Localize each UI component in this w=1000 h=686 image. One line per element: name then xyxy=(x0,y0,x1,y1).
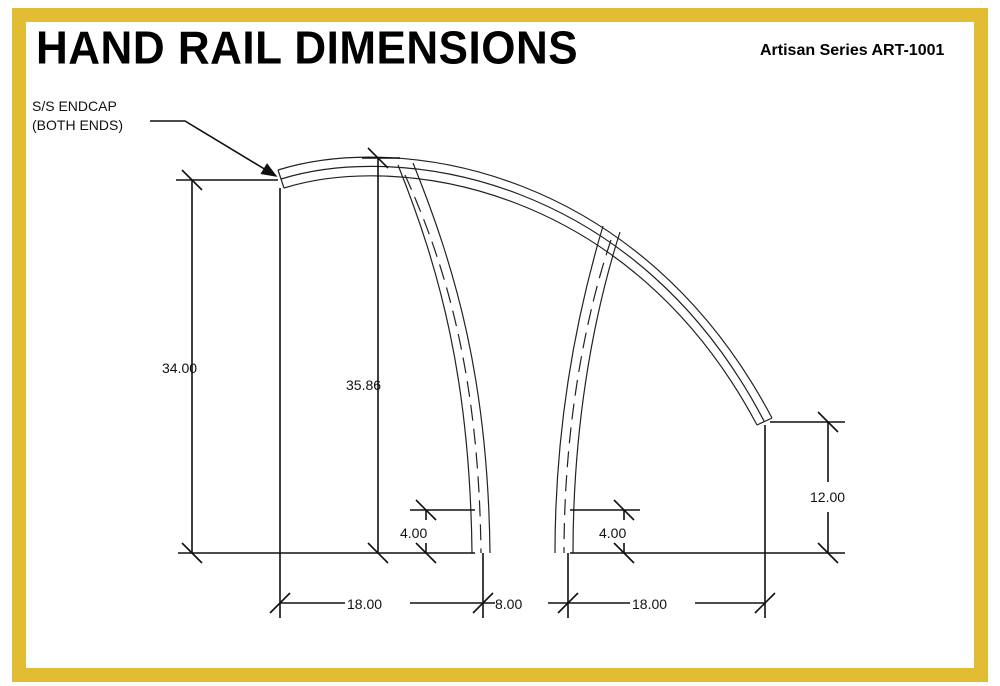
page-title: HAND RAIL DIMENSIONS xyxy=(36,22,579,75)
callout-line2: (BOTH ENDS) xyxy=(32,117,123,133)
dimension-lines xyxy=(176,147,845,618)
dim-right-post-offset: 4.00 xyxy=(599,525,626,541)
callout-leader-arrow xyxy=(150,120,278,177)
right-post xyxy=(554,225,621,554)
dim-left-post-offset: 4.00 xyxy=(400,525,427,541)
dim-height-end: 12.00 xyxy=(810,489,845,505)
callout-line1: S/S ENDCAP xyxy=(32,98,117,114)
dim-height-start: 34.00 xyxy=(162,360,197,376)
dim-span-right: 18.00 xyxy=(632,596,667,612)
dim-span-middle: 8.00 xyxy=(495,596,522,612)
dim-height-peak: 35.86 xyxy=(346,377,381,393)
dim-span-left: 18.00 xyxy=(347,596,382,612)
top-rail xyxy=(277,156,773,426)
series-label: Artisan Series ART-1001 xyxy=(760,42,945,59)
left-post xyxy=(397,162,491,554)
